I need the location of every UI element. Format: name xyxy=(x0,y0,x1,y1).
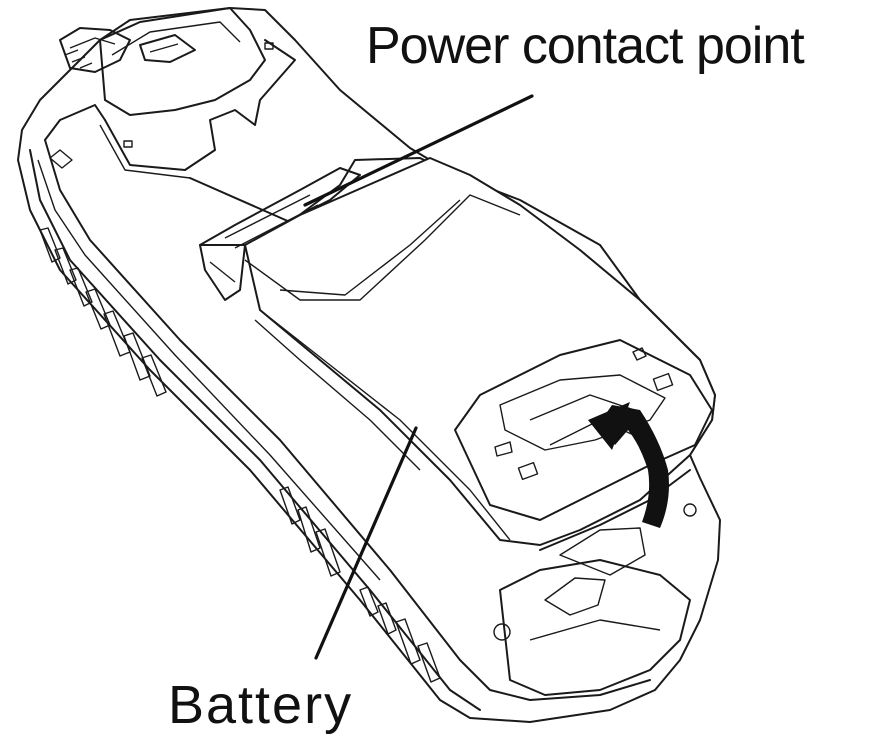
lower-body xyxy=(493,503,697,696)
power-contact-leader-line xyxy=(303,94,534,207)
side-vents xyxy=(39,227,441,683)
device-body xyxy=(17,7,721,723)
battery xyxy=(244,157,716,551)
battery-label: Battery xyxy=(168,675,354,735)
power-contact-point-label: Power contact point xyxy=(366,17,805,75)
top-cap xyxy=(59,7,274,116)
battery-leader-line xyxy=(314,426,418,660)
rotate-arrow-icon xyxy=(588,402,669,528)
